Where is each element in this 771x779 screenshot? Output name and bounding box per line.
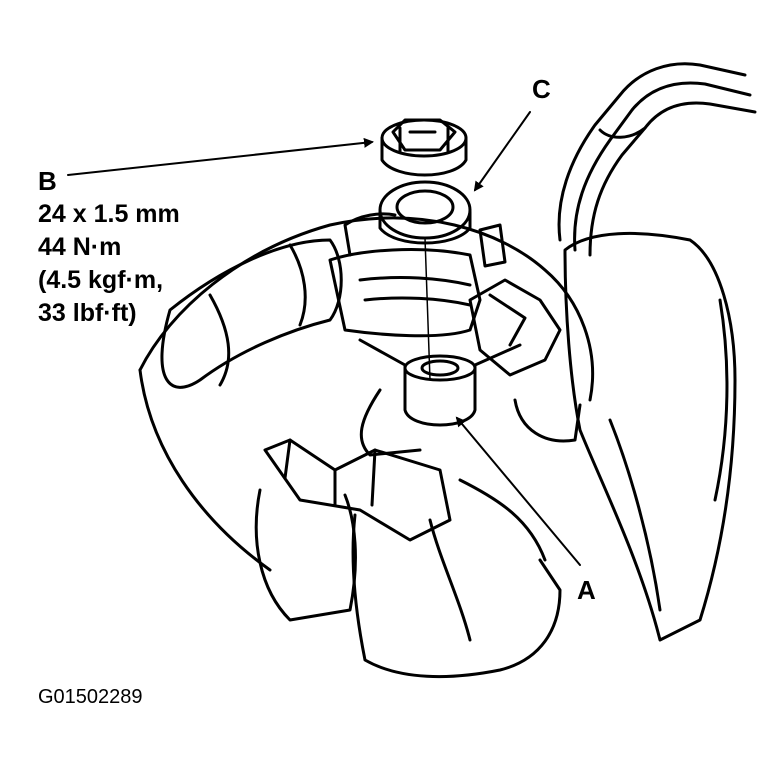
callout-c: C	[532, 74, 551, 104]
spec-torque-kgfm: (4.5 kgf·m,	[38, 266, 164, 294]
right-hose	[563, 231, 737, 642]
spec-torque-nm: 44 N·m	[38, 233, 122, 261]
callout-b: B	[38, 166, 57, 196]
sealing-washer	[378, 180, 472, 245]
leader-a	[455, 416, 581, 566]
stud-base	[403, 363, 477, 427]
alignment-line	[424, 237, 431, 381]
lower-hose-left	[254, 488, 357, 622]
right-connector	[468, 278, 562, 377]
lower-hose-right	[351, 513, 562, 679]
leader-b	[67, 137, 374, 176]
figure-id: G01502289	[38, 686, 143, 708]
spec-torque-lbfft: 33 lbf·ft)	[38, 299, 137, 327]
flange-bolt	[380, 118, 468, 177]
upper-pipes	[557, 62, 747, 242]
lower-clamp	[263, 438, 452, 542]
housing-lower-outline	[138, 368, 272, 572]
leader-c	[473, 111, 531, 192]
stud-bore	[403, 354, 477, 382]
callout-a: A	[577, 575, 596, 605]
mount-body	[328, 248, 482, 338]
left-hose	[160, 238, 343, 389]
spec-thread-size: 24 x 1.5 mm	[38, 200, 180, 228]
